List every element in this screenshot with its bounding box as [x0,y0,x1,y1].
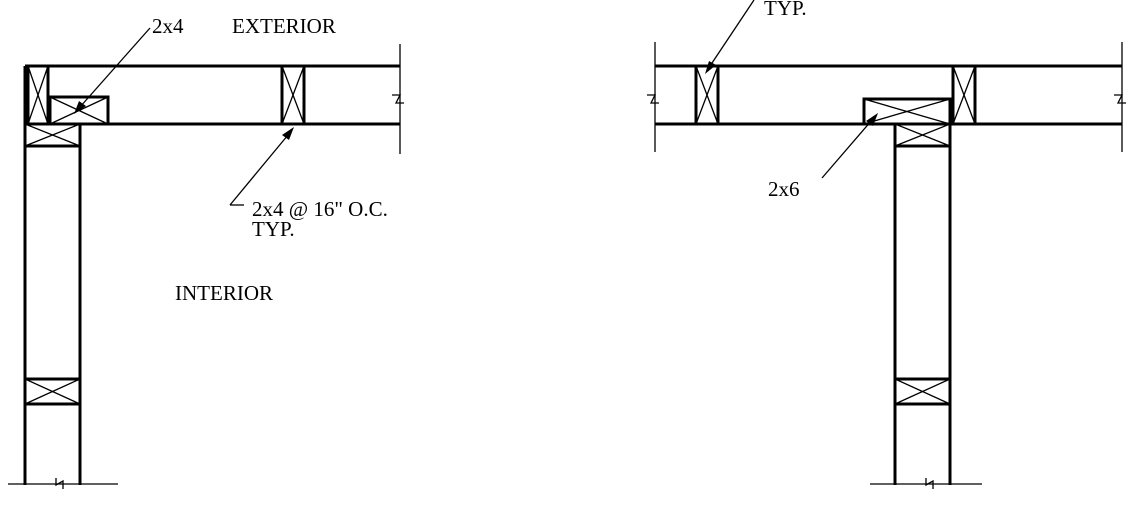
tee-branch-wall-break-mark [925,478,934,489]
leader-2x4-backer [74,27,151,114]
tee-wall-left-break-mark [647,94,659,104]
label-exterior: EXTERIOR [232,14,336,38]
corner-post-stud [26,64,50,126]
corner-top-wall-stud [280,64,306,126]
leader-2x6 [821,113,878,179]
leader-stud-spacing [229,127,294,206]
tee-wall-stud-intersection [951,64,977,126]
tee-wall-right-break-mark [1114,94,1126,104]
label-interior: INTERIOR [175,281,273,305]
tee-branch-wall-stud-lower [893,377,952,406]
label-2x6: 2x6 [768,177,800,201]
tee-branch-wall-stud-upper [893,122,952,148]
label-typ-top: TYP. [764,0,807,20]
corner-top-wall-break-mark [392,94,404,104]
label-2x4: 2x4 [152,14,184,38]
label-stud-spacing: 2x4 @ 16" O.C. [252,197,388,221]
corner-detail: 2x4 EXTERIOR 2x4 @ 16" O.C. TYP. INTERIO… [8,14,404,489]
leader-typ-top [705,0,755,74]
label-typ: TYP. [252,217,295,241]
tee-detail: TYP. 2x6 [647,0,1126,489]
corner-side-wall-stud-lower [23,377,82,406]
tee-wall-stud-left [694,64,720,126]
corner-side-wall-break-mark [55,478,64,489]
tee-flat-2x6-backer [862,97,952,126]
corner-side-wall-stud-upper [23,122,82,148]
